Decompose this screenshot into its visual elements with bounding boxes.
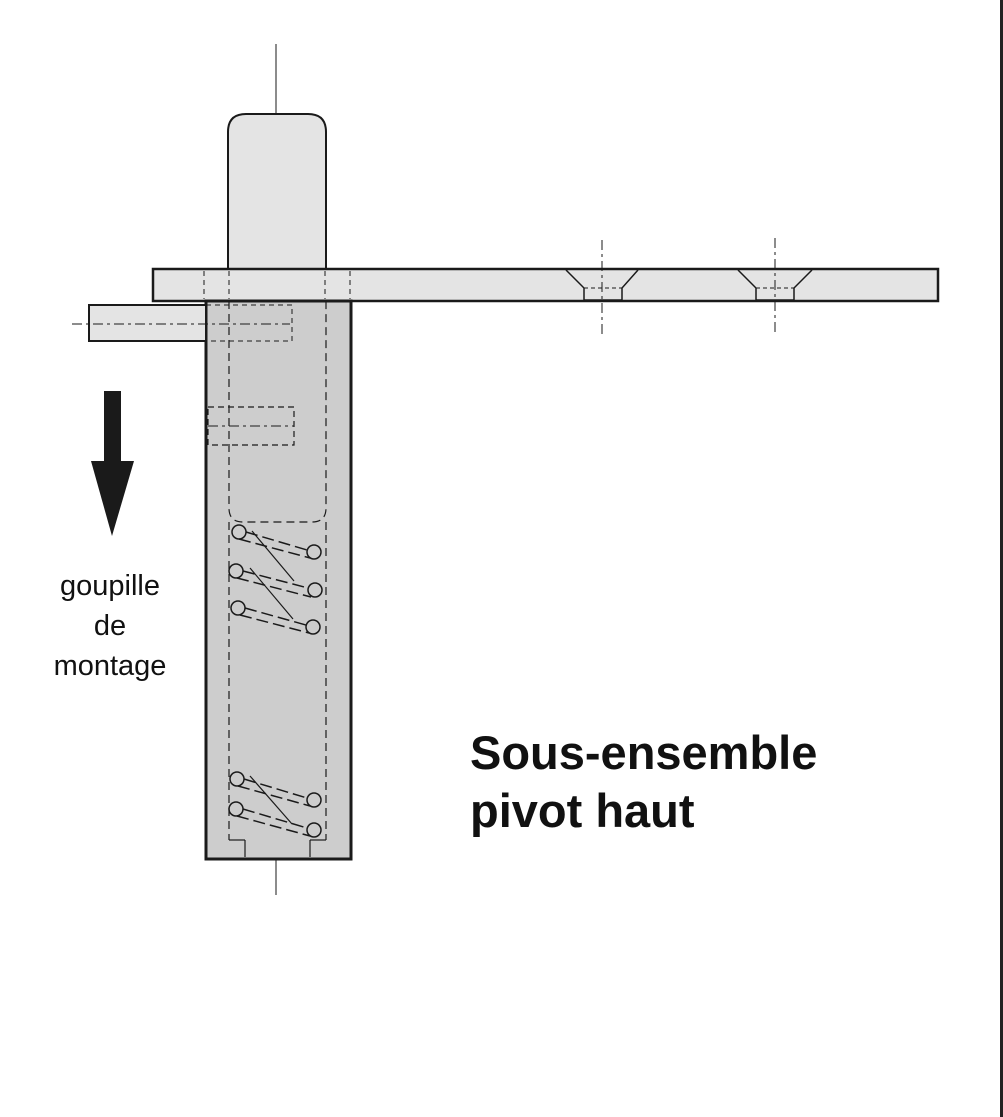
mounting-pin bbox=[88, 304, 207, 342]
right-edge-border bbox=[1000, 0, 1003, 1117]
horizontal-plate bbox=[151, 267, 940, 303]
pin-label-line-3: montage bbox=[53, 650, 167, 682]
pivot-pin bbox=[227, 113, 327, 271]
lower-spring bbox=[228, 771, 322, 838]
pin-label-line-2: de bbox=[93, 610, 127, 642]
hidden-bore-outline bbox=[228, 301, 327, 523]
arrow-down-icon bbox=[91, 391, 134, 536]
countersunk-hole-1 bbox=[565, 240, 639, 338]
countersunk-hole-2 bbox=[737, 238, 813, 334]
diagram-title-line-2: pivot haut bbox=[470, 784, 695, 837]
upper-spring bbox=[228, 524, 323, 635]
diagram-title-line-1: Sous-ensemble bbox=[470, 726, 818, 779]
pin-label-line-1: goupille bbox=[60, 570, 160, 602]
